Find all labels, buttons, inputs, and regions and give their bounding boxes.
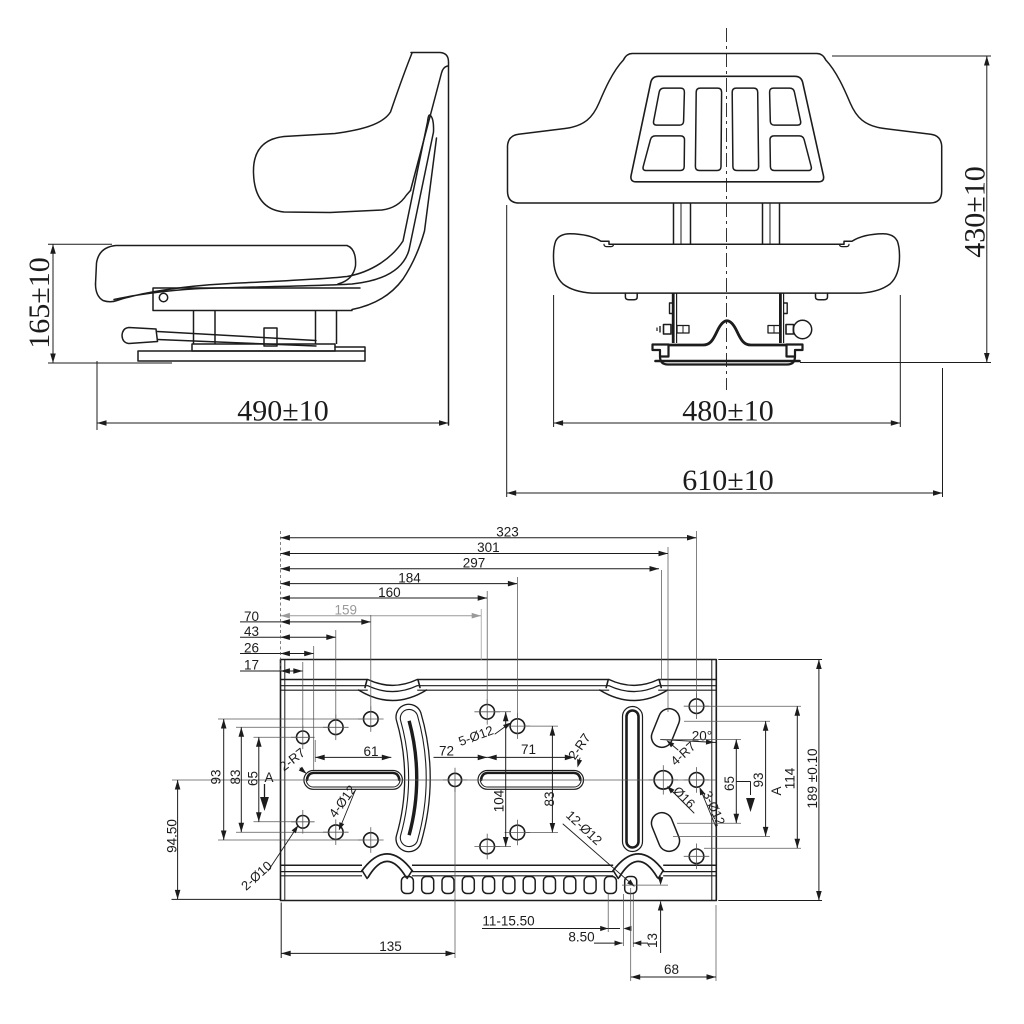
svg-text:323: 323 — [496, 524, 519, 539]
svg-text:94.50: 94.50 — [164, 819, 179, 853]
svg-text:160: 160 — [378, 585, 401, 600]
svg-text:26: 26 — [244, 640, 259, 655]
svg-text:480±10: 480±10 — [682, 395, 773, 428]
svg-text:72: 72 — [439, 743, 454, 758]
svg-text:297: 297 — [463, 556, 486, 571]
svg-text:159: 159 — [335, 603, 358, 618]
svg-text:61: 61 — [363, 744, 378, 759]
svg-text:65: 65 — [245, 771, 260, 786]
svg-text:A: A — [769, 786, 784, 795]
svg-text:13: 13 — [645, 933, 660, 948]
svg-text:71: 71 — [521, 742, 536, 757]
svg-text:43: 43 — [244, 624, 259, 639]
svg-text:8.50: 8.50 — [568, 930, 594, 945]
svg-text:93: 93 — [751, 772, 766, 787]
svg-text:A: A — [264, 770, 273, 785]
svg-text:83: 83 — [228, 769, 243, 784]
svg-text:301: 301 — [477, 540, 500, 555]
svg-text:104: 104 — [491, 789, 506, 812]
svg-text:165±10: 165±10 — [23, 257, 56, 348]
svg-text:83: 83 — [542, 791, 557, 806]
svg-text:184: 184 — [398, 570, 421, 585]
svg-text:93: 93 — [209, 769, 224, 784]
svg-text:65: 65 — [722, 776, 737, 791]
svg-text:135: 135 — [379, 939, 402, 954]
svg-text:68: 68 — [664, 962, 679, 977]
svg-text:114: 114 — [783, 767, 798, 789]
svg-text:17: 17 — [244, 658, 259, 673]
svg-text:490±10: 490±10 — [237, 395, 328, 428]
svg-text:70: 70 — [244, 609, 259, 624]
svg-text:610±10: 610±10 — [682, 464, 773, 497]
svg-text:430±10: 430±10 — [959, 166, 992, 257]
svg-text:189 ±0.10: 189 ±0.10 — [805, 749, 820, 809]
svg-text:11-15.50: 11-15.50 — [482, 914, 534, 929]
